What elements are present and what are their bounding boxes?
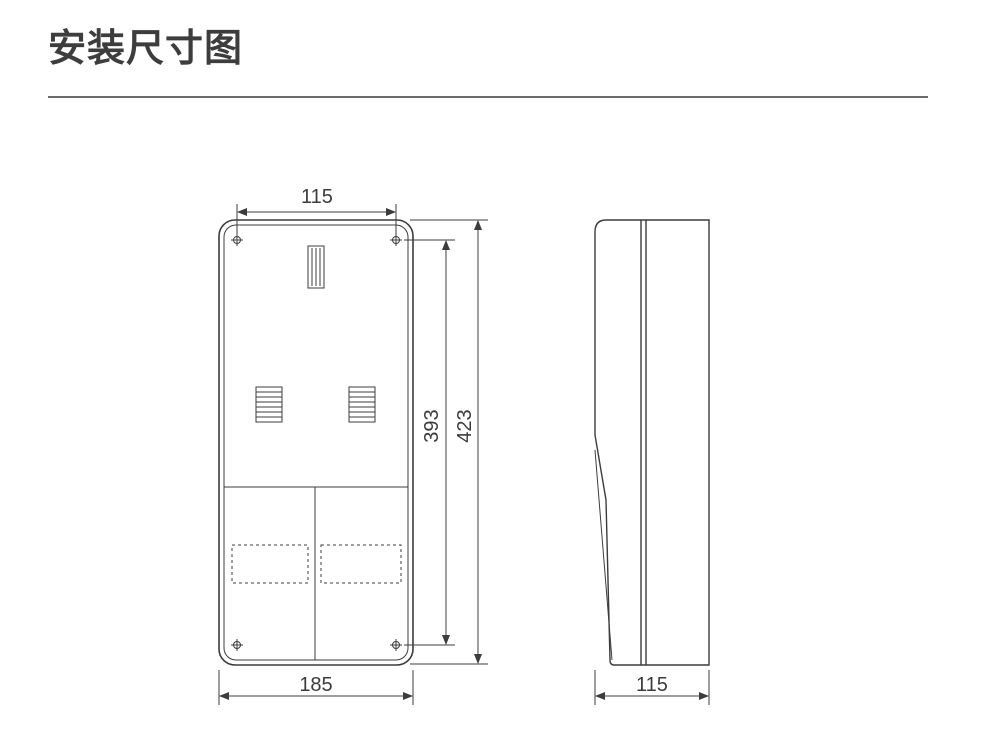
right-label-window — [320, 544, 402, 584]
mount-hole-bottom-left — [231, 639, 243, 651]
right-vent — [348, 386, 376, 423]
side-bottom-contour — [594, 449, 613, 661]
dim-front-inner-height — [404, 239, 455, 646]
dim-label-side-depth: 115 — [636, 674, 668, 696]
title-divider — [48, 96, 928, 98]
left-label-window — [231, 544, 309, 584]
front-view — [218, 219, 414, 666]
dim-label-front-top-width: 115 — [301, 186, 333, 208]
top-vent — [307, 245, 325, 289]
dim-front-top-width — [236, 204, 397, 234]
front-inner-outline — [223, 224, 409, 661]
page-title: 安装尺寸图 — [48, 26, 244, 70]
mount-hole-top-right — [390, 234, 402, 246]
dim-label-front-bottom-width: 185 — [299, 674, 332, 696]
dim-side-depth — [594, 670, 710, 705]
dim-front-bottom-width — [218, 670, 414, 705]
side-outline — [594, 219, 710, 666]
front-outer-outline — [218, 219, 414, 666]
left-vent — [255, 386, 283, 423]
dim-label-front-total-height: 423 — [454, 409, 476, 442]
mount-hole-top-left — [231, 234, 243, 246]
side-view — [594, 219, 710, 666]
dim-label-front-inner-height: 393 — [421, 409, 443, 442]
dim-front-total-height — [410, 219, 488, 665]
mount-hole-bottom-right — [390, 639, 402, 651]
